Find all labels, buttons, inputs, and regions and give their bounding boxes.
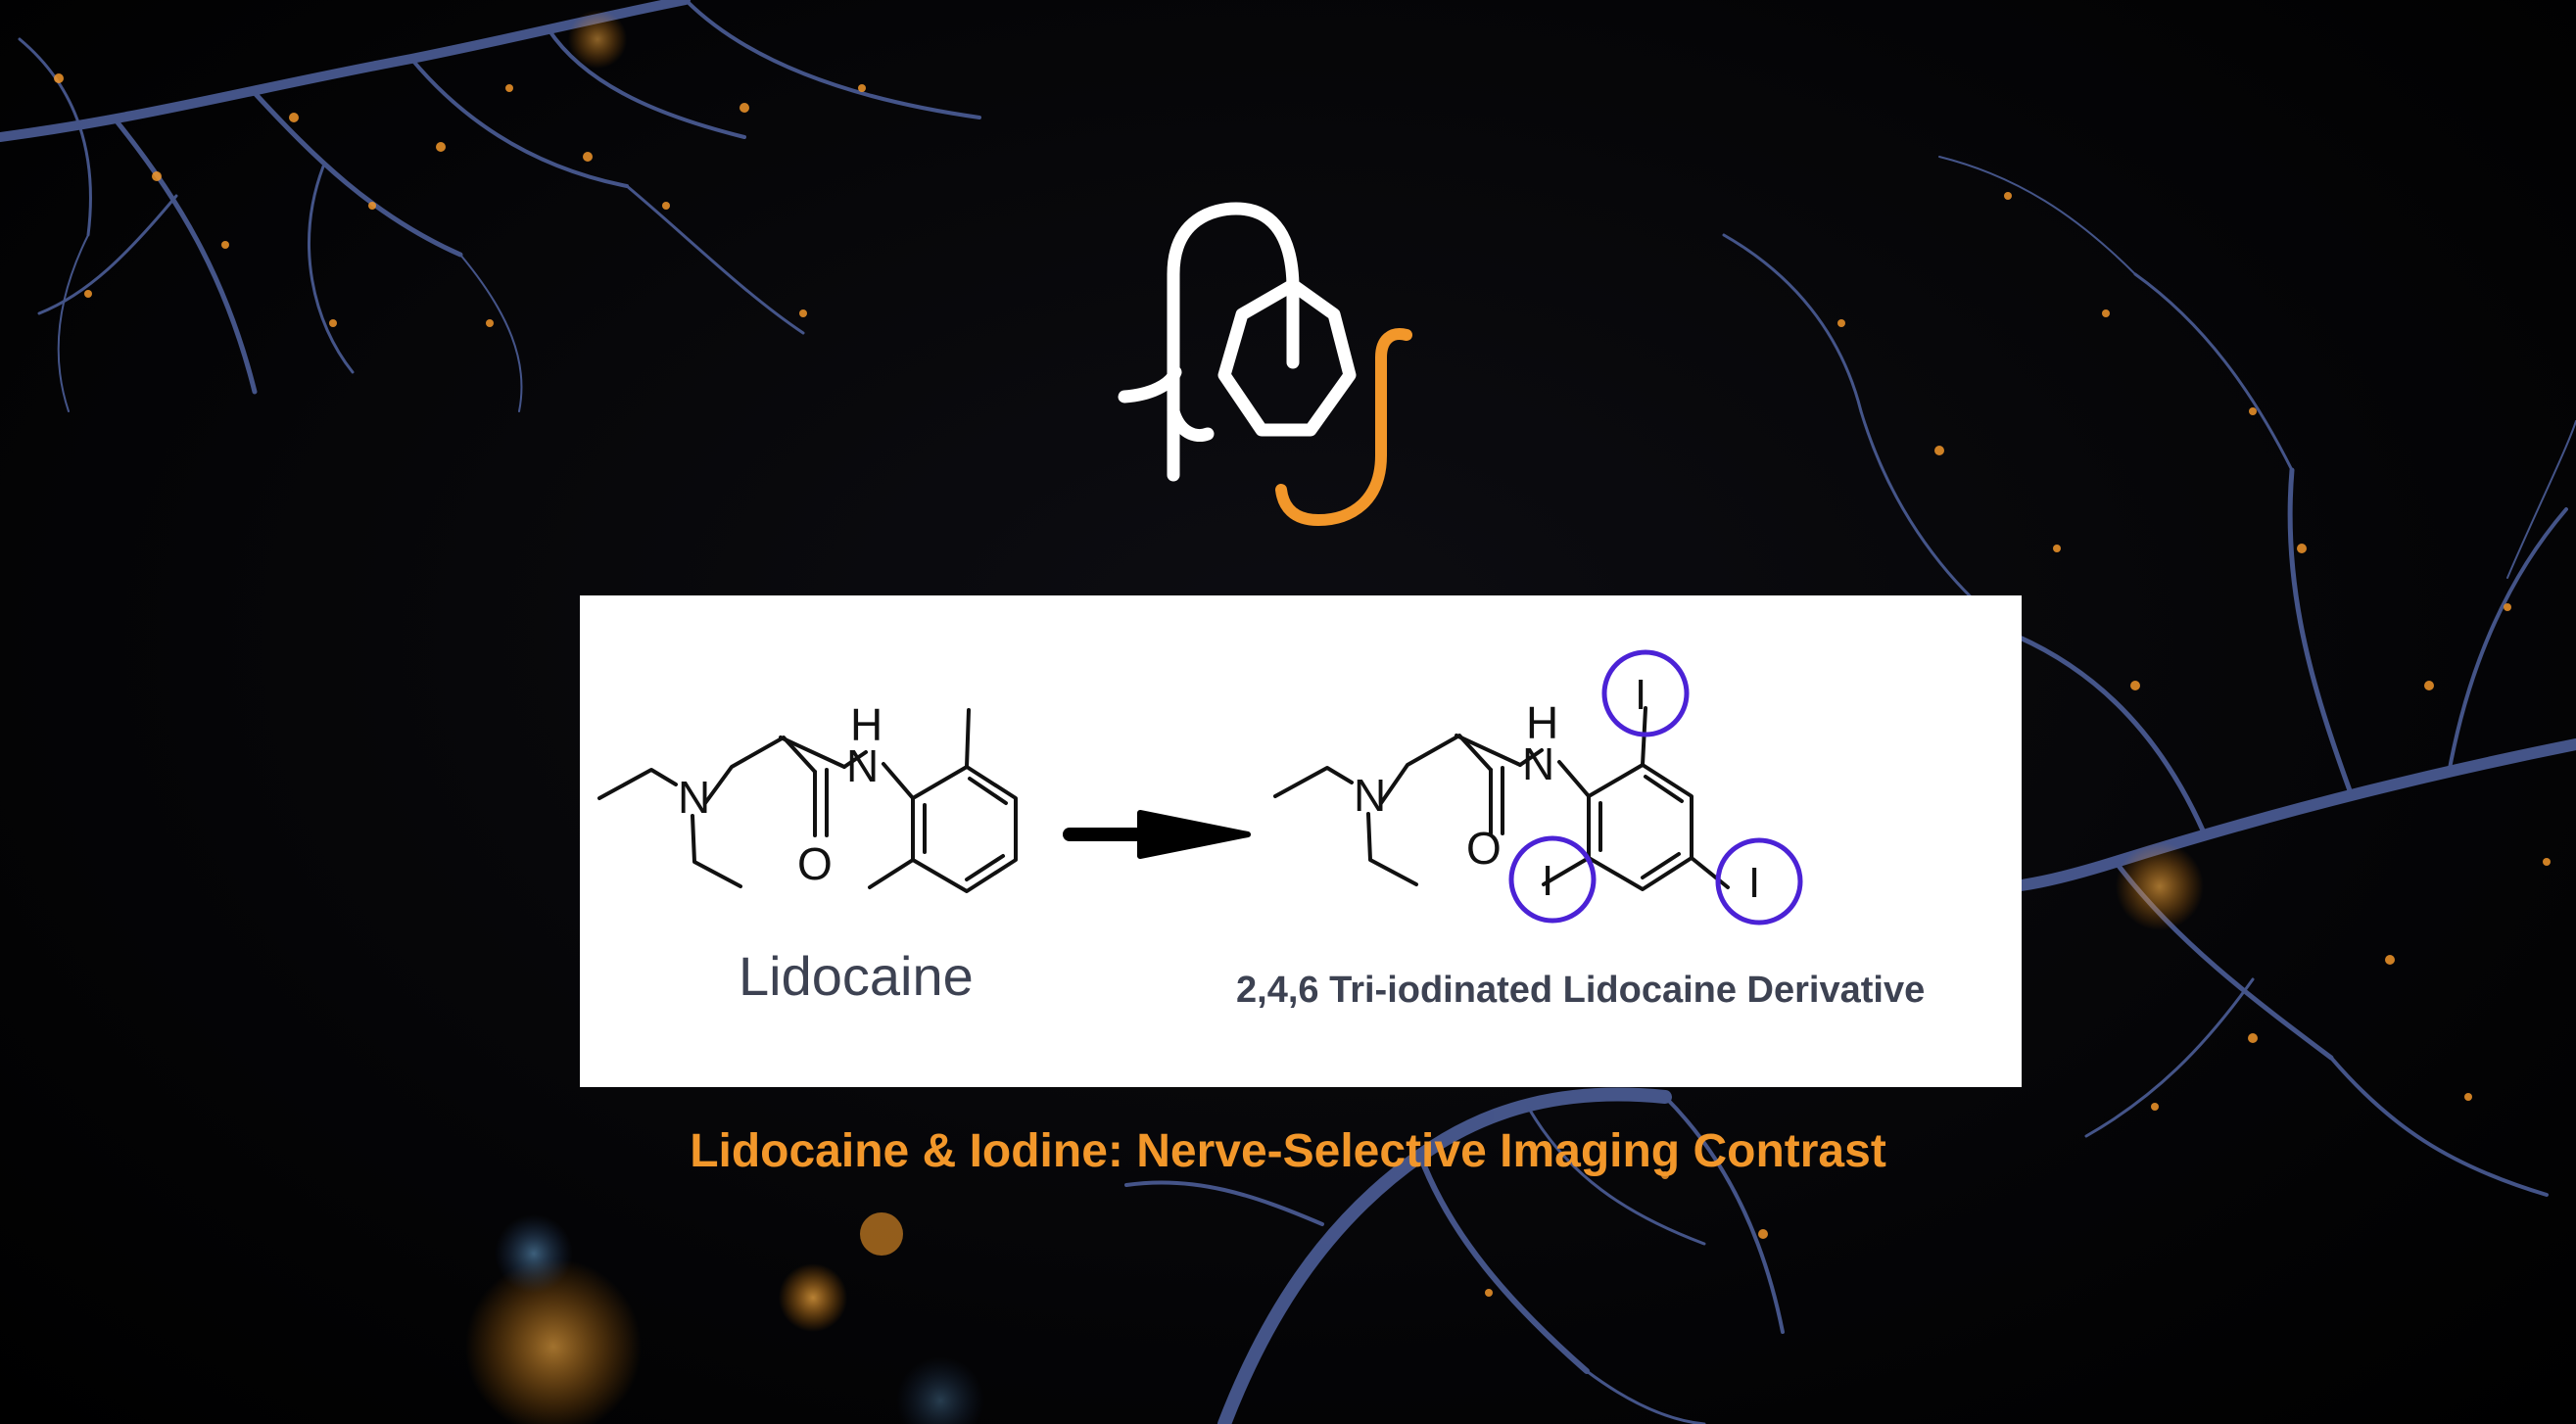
derivative-atom-o: O bbox=[1466, 823, 1502, 874]
page-caption: Lidocaine & Iodine: Nerve-Selective Imag… bbox=[690, 1125, 1886, 1177]
iodine-atom-left: I bbox=[1542, 857, 1553, 905]
chemistry-diagram-panel: N H N O bbox=[580, 595, 2022, 1087]
logo-mark-icon bbox=[1118, 202, 1412, 526]
derivative-label: 2,4,6 Tri-iodinated Lidocaine Derivative bbox=[1236, 970, 1926, 1011]
lidocaine-atom-n: N bbox=[678, 772, 710, 823]
chemical-structures: N H N O bbox=[597, 649, 1803, 926]
iodine-highlight-right bbox=[1715, 837, 1803, 926]
derivative-atom-nh-n: N bbox=[1522, 738, 1554, 789]
lidocaine-atom-h: H bbox=[850, 699, 883, 750]
iodine-atom-right: I bbox=[1748, 859, 1760, 907]
iodine-highlight-left bbox=[1508, 835, 1597, 924]
iodine-highlight-top bbox=[1601, 649, 1690, 737]
lidocaine-atom-o: O bbox=[797, 838, 833, 889]
derivative-atom-n: N bbox=[1354, 770, 1386, 821]
lidocaine-structure bbox=[597, 708, 1018, 893]
reaction-arrow-icon bbox=[1063, 810, 1251, 859]
derivative-atom-h: H bbox=[1526, 697, 1558, 748]
tri-iodinated-lidocaine-structure bbox=[1273, 706, 1730, 891]
lidocaine-label: Lidocaine bbox=[739, 945, 974, 1007]
iodine-atom-top: I bbox=[1635, 671, 1646, 719]
lidocaine-atom-nh-n: N bbox=[846, 740, 879, 791]
